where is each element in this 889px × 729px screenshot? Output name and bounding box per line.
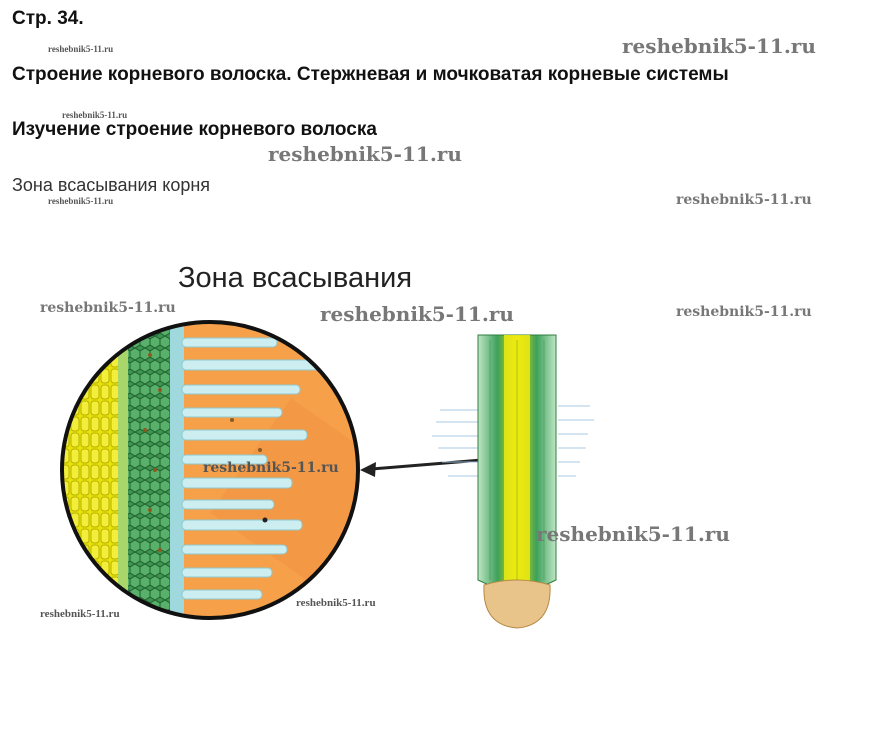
topic-title: Строение корневого волоска. Стержневая и… [12,64,729,85]
watermark: reshebnik5-11.ru [40,608,120,620]
watermark: reshebnik5-11.ru [536,522,730,546]
watermark: reshebnik5-11.ru [676,192,812,208]
watermark: reshebnik5-11.ru [296,597,376,609]
watermark: reshebnik5-11.ru [268,142,462,166]
watermark: reshebnik5-11.ru [320,302,514,326]
paragraph-zone: Зона всасывания корня [12,175,211,195]
watermark: reshebnik5-11.ru [676,304,812,320]
pointer-arrow [360,458,483,477]
section-subtitle: Изучение строение корневого волоска [12,119,377,140]
watermark: reshebnik5-11.ru [622,34,816,58]
watermark: reshebnik5-11.ru [62,110,128,120]
watermark: reshebnik5-11.ru [48,196,114,206]
root-diagram [432,334,594,629]
watermark: reshebnik5-11.ru [48,44,114,54]
figure-title: Зона всасывания [178,262,413,294]
watermark: reshebnik5-11.ru [203,460,339,476]
watermark: reshebnik5-11.ru [40,300,176,316]
page-number: Стр. 34. [12,8,84,29]
